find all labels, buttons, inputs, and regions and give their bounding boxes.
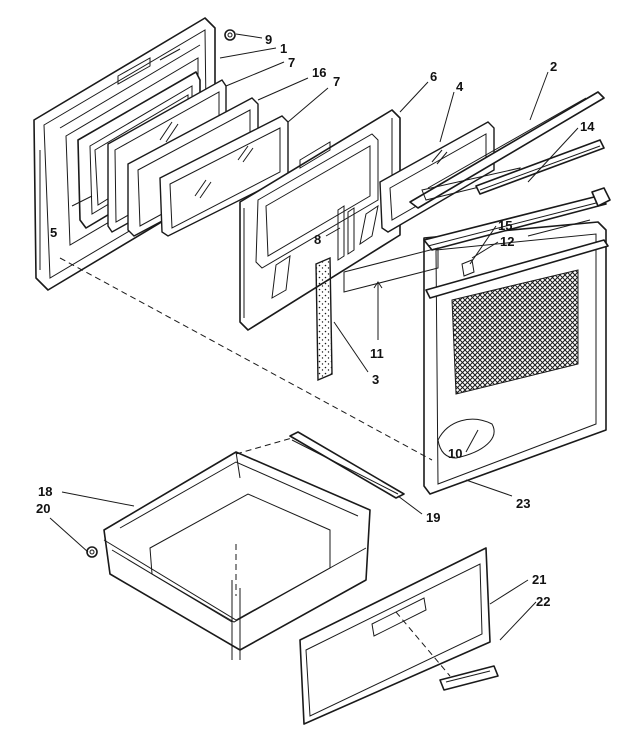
- callout-6: 6: [430, 69, 437, 84]
- hinge-screw: [224, 29, 236, 41]
- callout-19: 19: [426, 510, 440, 525]
- callout-3: 3: [372, 372, 379, 387]
- callout-18: 18: [38, 484, 52, 499]
- callout-16: 16: [312, 65, 326, 80]
- top-trim-bar: [423, 187, 611, 299]
- door-liner: [239, 109, 401, 331]
- insulation-strip: [315, 256, 333, 382]
- console-trim: [409, 91, 605, 209]
- callout-22: 22: [536, 594, 550, 609]
- callout-7-upper: 7: [288, 55, 295, 70]
- assembly-lines: [59, 257, 451, 677]
- drawer-front-panel: [299, 547, 491, 725]
- callout-7-lower: 7: [333, 74, 340, 89]
- callout-2: 2: [550, 59, 557, 74]
- callout-8: 8: [314, 232, 321, 247]
- callout-11: 11: [370, 346, 384, 361]
- leader-lines: [49, 33, 591, 641]
- storage-drawer: [103, 451, 371, 660]
- callout-1: 1: [280, 41, 287, 56]
- callout-5: 5: [50, 225, 57, 240]
- hinge-bracket: [337, 204, 379, 261]
- drawer-handle: [439, 665, 499, 691]
- callout-15: 15: [498, 218, 512, 233]
- drawer-roller: [86, 546, 98, 558]
- callout-10: 10: [448, 446, 462, 461]
- callout-21: 21: [532, 572, 546, 587]
- callout-23: 23: [516, 496, 530, 511]
- callout-4: 4: [456, 79, 464, 94]
- callout-14: 14: [580, 119, 595, 134]
- drawer-rail: [289, 431, 405, 499]
- callout-20: 20: [36, 501, 50, 516]
- front-panel: [423, 221, 607, 495]
- callout-12: 12: [500, 234, 514, 249]
- callout-9: 9: [265, 32, 272, 47]
- console-rail: [475, 139, 605, 195]
